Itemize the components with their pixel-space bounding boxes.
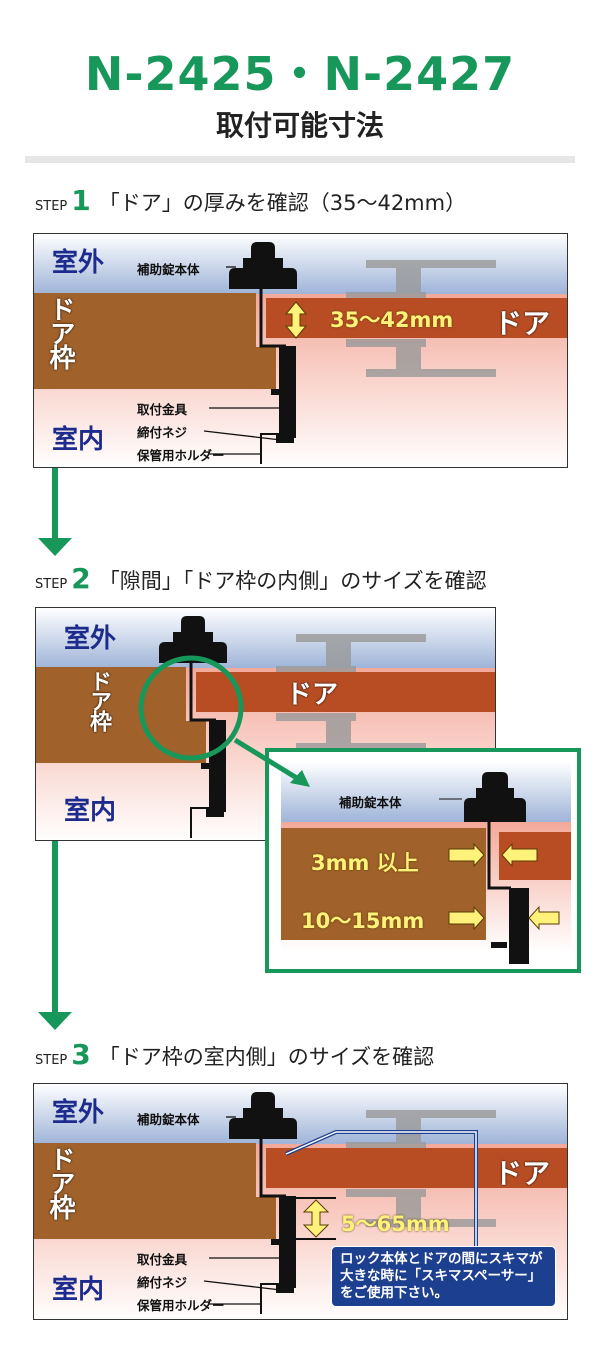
frame-indoor-dimension: 5〜65mm — [341, 1212, 450, 1236]
indoor-label: 室内 — [64, 796, 117, 826]
gap-dimension: 3mm 以上 — [311, 851, 419, 875]
page-title: N-2425・N-2427 — [84, 47, 516, 101]
step3-diagram: 室外 ドア枠 室内 ドア 補助錠本体 取付金具 締付ネジ 保管用ホルダー 5〜6… — [33, 1083, 568, 1320]
indoor-label: 室内 — [52, 1275, 105, 1305]
step-number: 2 — [71, 562, 91, 595]
flow-arrow-line — [52, 468, 58, 540]
step1-diagram: 室外 ドア枠 室内 ドア 補助錠本体 取付金具 締付ネジ 保管用ホルダー 35〜… — [33, 233, 568, 468]
divider — [25, 156, 575, 163]
outdoor-label: 室外 — [64, 624, 117, 654]
step2-heading: STEP 2 「隙間」「ドア枠の内側」のサイズを確認 — [35, 562, 487, 595]
step-prefix: STEP — [35, 577, 68, 592]
screw-label: 締付ネジ — [137, 1275, 188, 1290]
step-text: 「隙間」「ドア枠の内側」のサイズを確認 — [98, 569, 487, 593]
zoom-inset: 補助錠本体 3mm 以上 10〜15mm — [265, 748, 581, 973]
zoom-connector — [233, 737, 310, 787]
indoor-label: 室内 — [52, 425, 105, 455]
door-label: ドア — [494, 307, 551, 340]
door-thickness-dimension: 35〜42mm — [330, 308, 454, 332]
lock-body-label: 補助錠本体 — [137, 262, 200, 277]
gap-detail — [281, 762, 571, 964]
door-cross-section — [34, 1084, 567, 1319]
step-number: 1 — [71, 184, 91, 217]
step-prefix: STEP — [35, 199, 68, 214]
arrow-down-icon — [38, 538, 72, 556]
lock-body-label: 補助錠本体 — [339, 795, 402, 810]
bracket-label: 取付金具 — [137, 402, 188, 417]
step3-heading: STEP 3 「ドア枠の室内側」のサイズを確認 — [35, 1038, 434, 1071]
bracket-label: 取付金具 — [137, 1252, 188, 1267]
door-label: ドア — [286, 680, 339, 710]
holder-label: 保管用ホルダー — [137, 1298, 225, 1313]
frame-label: ドア枠 — [86, 670, 111, 730]
outdoor-label: 室外 — [52, 1098, 105, 1128]
holder-label: 保管用ホルダー — [137, 448, 225, 463]
frame-label: ドア枠 — [45, 1146, 75, 1218]
outdoor-label: 室外 — [52, 248, 105, 278]
step-text: 「ドア枠の室内側」のサイズを確認 — [98, 1045, 435, 1069]
door-label: ドア — [494, 1157, 551, 1190]
spacer-note: ロック本体とドアの間にスキマが大きな時に「スキマスペーサー」をご使用下さい。 — [331, 1246, 556, 1307]
door-cross-section — [34, 234, 567, 467]
step-number: 3 — [71, 1038, 91, 1071]
step1-heading: STEP 1 「ドア」の厚みを確認（35〜42mm） — [35, 184, 466, 217]
step-text: 「ドア」の厚みを確認（35〜42mm） — [98, 191, 467, 215]
page-subtitle: 取付可能寸法 — [215, 109, 384, 142]
screw-label: 締付ネジ — [137, 425, 188, 440]
flow-arrow-line — [52, 841, 58, 1013]
frame-inner-dimension: 10〜15mm — [301, 909, 425, 933]
frame-label: ドア枠 — [45, 296, 75, 368]
arrow-down-icon — [38, 1012, 72, 1030]
step-prefix: STEP — [35, 1053, 68, 1068]
lock-body-label: 補助錠本体 — [137, 1112, 200, 1127]
